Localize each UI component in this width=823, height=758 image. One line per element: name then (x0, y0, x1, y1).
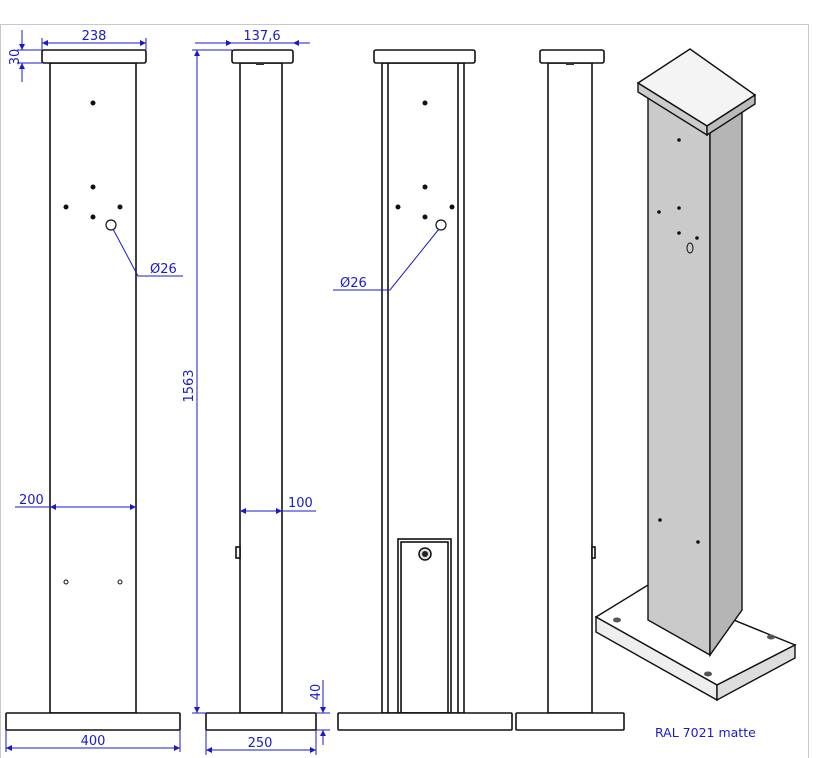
front-view: 238 30 Ø26 200 400 (5, 29, 183, 752)
dim-base-height: 40 (309, 684, 324, 701)
finish-note: RAL 7021 matte (655, 725, 756, 740)
mounting-holes (63, 100, 123, 585)
dim-side-cap-depth: 137,6 (243, 29, 280, 44)
isometric-view (594, 48, 797, 702)
side-view: 137,6 1563 100 40 250 (182, 29, 330, 755)
dim-total-height: 1563 (182, 369, 197, 402)
dim-cap-height: 30 (8, 49, 23, 66)
right-side-view (515, 49, 625, 731)
dim-base-depth: 250 (248, 736, 273, 751)
dim-cap-width: 238 (82, 29, 107, 44)
dim-column-depth: 100 (288, 496, 313, 511)
dim-hole-back: Ø26 (340, 276, 367, 291)
back-view: Ø26 (333, 49, 513, 731)
dim-base-width: 400 (81, 734, 106, 749)
dim-column-width: 200 (19, 493, 44, 508)
service-door (397, 538, 452, 714)
dim-hole-front: Ø26 (150, 262, 177, 277)
drawing-frame (0, 24, 809, 758)
